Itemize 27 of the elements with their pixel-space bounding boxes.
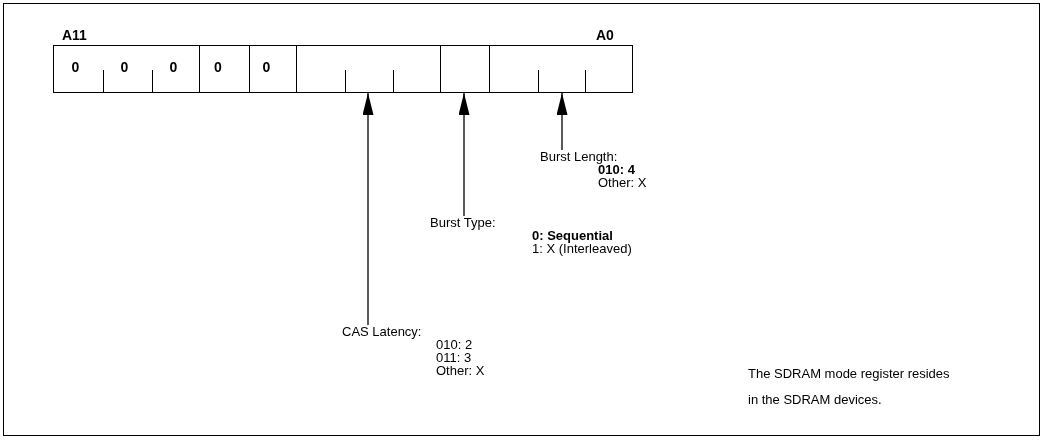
register-field: [441, 45, 490, 93]
field-value: 010: 4: [598, 163, 635, 176]
field-value: 0: Sequential: [532, 229, 613, 242]
arrow: [362, 92, 374, 326]
arrow: [556, 92, 568, 151]
field-value: 010: 2: [436, 338, 473, 351]
register-field: [53, 45, 200, 93]
bit-value: 0: [214, 59, 222, 75]
field-name: Burst Type:: [430, 216, 496, 229]
register-field: [250, 45, 297, 93]
register-field: [200, 45, 250, 93]
bit-label: A0: [596, 26, 614, 45]
field-name: CAS Latency:: [342, 325, 422, 338]
bit-value: 0: [71, 59, 80, 75]
field-value: Other: X: [436, 364, 485, 377]
register-field: [490, 45, 633, 93]
field-value: Other: X: [598, 176, 647, 189]
bit-value: 0: [169, 59, 178, 75]
bit-value: 0: [120, 59, 129, 75]
note-text: The SDRAM mode register resides in the SDRAM devices.: [748, 365, 951, 409]
register-field: [297, 45, 441, 93]
field-value: 1: X (Interleaved): [532, 242, 632, 255]
bit-label: A11: [62, 26, 87, 45]
bit-value: 0: [262, 59, 271, 75]
arrow: [458, 92, 470, 217]
field-value: 011: 3: [436, 351, 472, 364]
field-name: Burst Length:: [540, 150, 618, 163]
